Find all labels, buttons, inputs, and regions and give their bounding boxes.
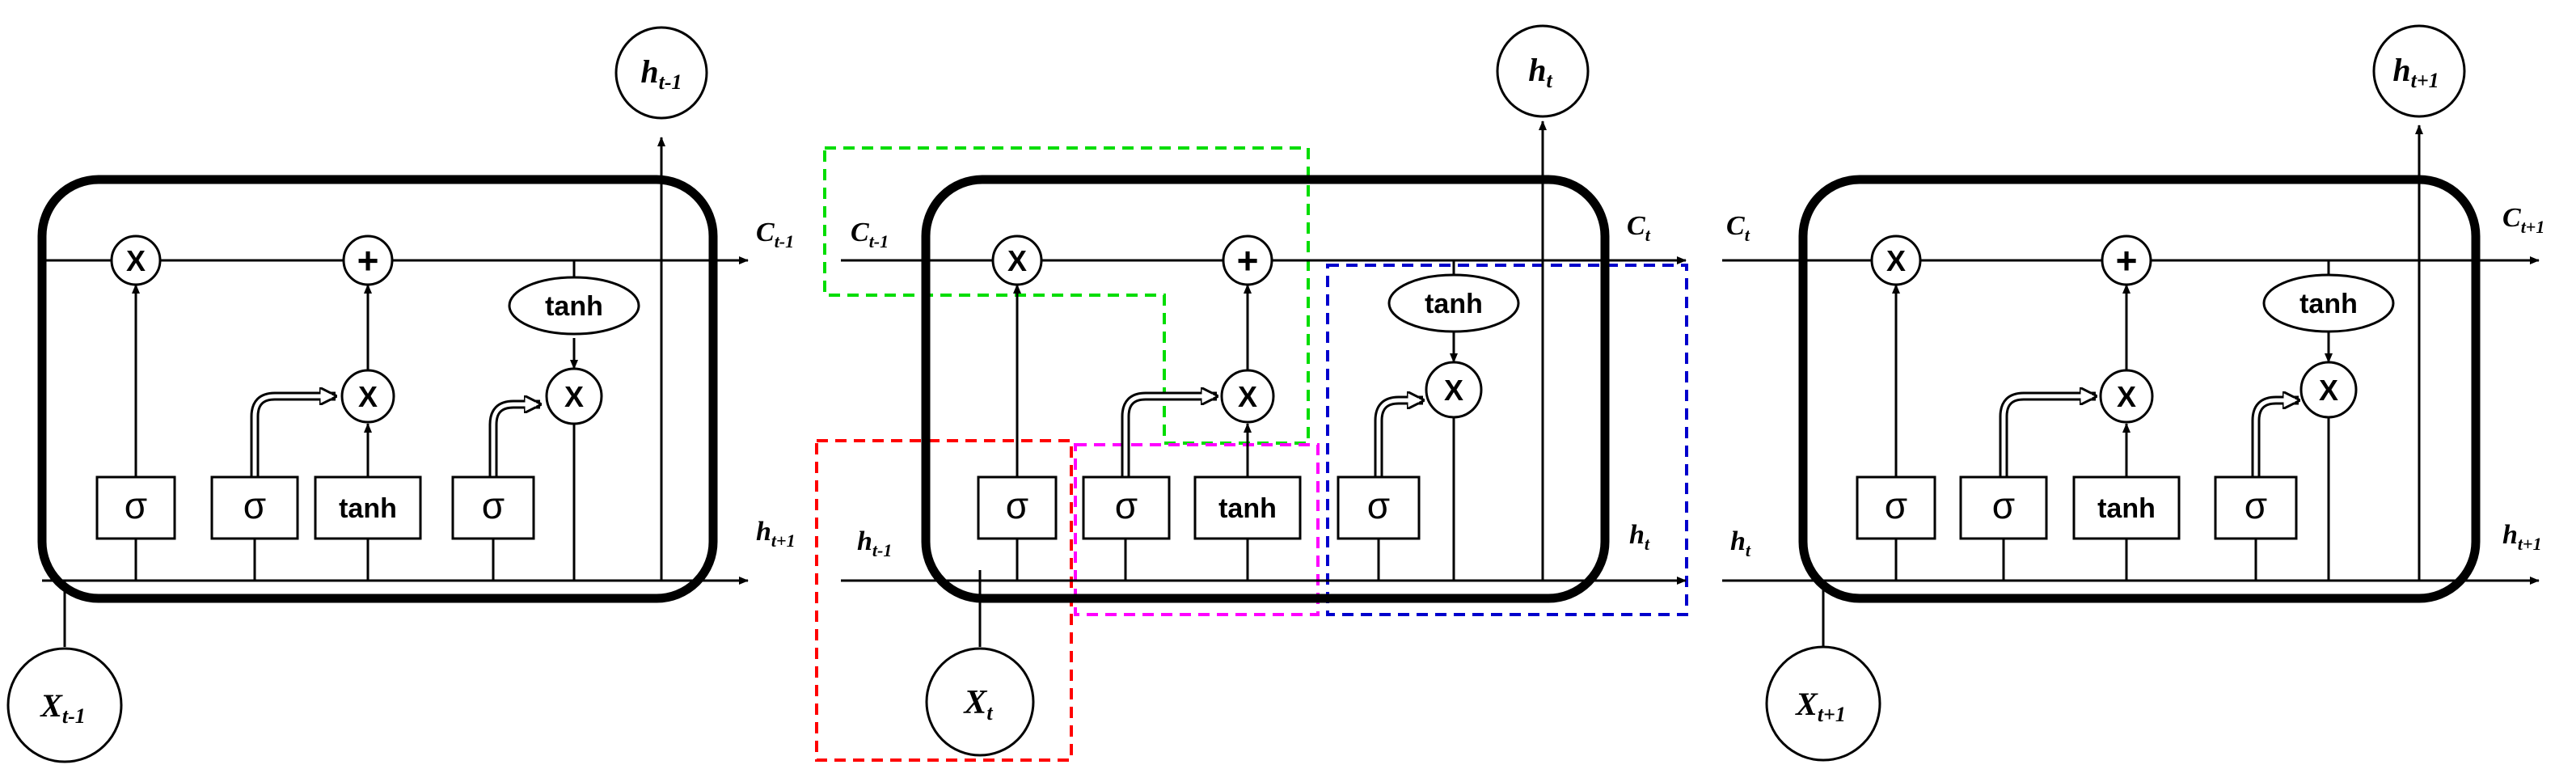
cell-2-tanh-box (1193, 475, 1302, 540)
cell-2-output-multiply-label: X (1444, 374, 1463, 407)
cell-1-c-out-label: Ct-1 (756, 218, 794, 251)
cell-3-forget-multiply-label: X (1886, 244, 1906, 277)
cell-1-body (37, 175, 718, 603)
cell-2-c-out-label: Ct (1627, 211, 1651, 245)
cell-2-output-multiply-node (1425, 361, 1483, 419)
cell-3-input-sigma-box (1959, 475, 2048, 540)
cell-3-input-label: Xt+1 (1794, 686, 1846, 726)
cell-3-tanh-oval (2262, 273, 2395, 333)
cell-3-h-out-label: ht+1 (2502, 520, 2542, 554)
cell-3-h-in-label: ht (1730, 526, 1751, 560)
forget-gate-highlight (823, 146, 1310, 445)
cell-3-labels: Ct ht X + X X tanh σ σ tanh σ ht+1 Ct+1 … (1726, 52, 2544, 726)
cell-1-output-multiply-label: X (564, 380, 584, 413)
cell-1-forget-multiply-label: X (126, 244, 146, 277)
cell-3-forget-multiply-node (1870, 235, 1922, 286)
cell-3-tanh-box-label: tanh (2097, 493, 2156, 524)
cell-3-input-multiply-label: X (2117, 380, 2136, 413)
cell-2-forget-multiply-label: X (1007, 244, 1027, 277)
candidate-highlight (1074, 443, 1320, 616)
cell-1-input-node (6, 647, 123, 763)
cell-2-forget-sigma-box (977, 475, 1058, 540)
cell-1-add-node (342, 235, 394, 286)
cell-1-tanh-oval (508, 276, 640, 336)
cell-1-output-multiply-node (545, 367, 603, 425)
cell-1-forget-multiply-node (110, 235, 162, 286)
cell-1-tanh-oval-label: tanh (545, 291, 603, 322)
cell-3-input-sigma-label: σ (1992, 484, 2015, 526)
cell-2-output-sigma-label: σ (1367, 484, 1390, 526)
cell-2-tanh-oval-label: tanh (1425, 289, 1483, 319)
cell-2-h-out-label: ht (1629, 520, 1650, 554)
cell-3-tanh-oval-label: tanh (2299, 289, 2358, 319)
cell-2-input-multiply-node (1220, 369, 1275, 424)
cell-3-add-label: + (2116, 239, 2138, 281)
cell-1-forget-sigma-box (95, 475, 176, 540)
cell-2-forget-sigma-label: σ (1006, 484, 1028, 526)
cell-2-h-in-label: ht-1 (857, 526, 892, 560)
cell-3-output-multiply-label: X (2319, 374, 2338, 407)
cell-3-input-multiply-node (2099, 369, 2154, 424)
cell-2-input-node (925, 647, 1035, 757)
cell-1-input-sigma-label: σ (243, 484, 266, 526)
cell-2-add-node (1222, 235, 1273, 286)
cell-1-tanh-box (314, 475, 422, 540)
cell-3-c-out-label: Ct+1 (2502, 203, 2544, 237)
cell-3-c-in-label: Ct (1726, 211, 1750, 245)
cell-3-input-node (1765, 645, 1881, 762)
cell-1-output-top-node (614, 26, 708, 120)
cell-2-tanh-box-label: tanh (1218, 493, 1277, 524)
cell-1-input-multiply-node (340, 369, 395, 424)
cell-2-input-sigma-box (1082, 475, 1171, 540)
cell-2-labels: Ct-1 ht-1 X + X X tanh σ σ tanh σ ht Ct … (851, 52, 1651, 725)
cell-3-output-multiply-node (2299, 361, 2358, 419)
cell-2-output-top-node (1496, 24, 1590, 118)
cell-3-body (1798, 175, 2481, 603)
cell-2-forget-multiply-node (991, 235, 1043, 286)
cell-3-output-sigma-box (2214, 475, 2298, 540)
cell-1-labels: X + X X tanh σ σ tanh σ ht-1 Ct-1 ht+1 X… (39, 53, 795, 728)
lstm-cell-3 (1722, 24, 2540, 762)
cell-3-add-node (2101, 235, 2152, 286)
cell-2-c-in-label: Ct-1 (851, 218, 889, 251)
cell-1-input-sigma-box (210, 475, 299, 540)
cell-1-tanh-box-label: tanh (339, 493, 397, 524)
cell-1-forget-sigma-label: σ (125, 484, 147, 526)
cell-2-input-label: Xt (962, 684, 993, 725)
cell-1-output-sigma-label: σ (482, 484, 505, 526)
cell-1-h-out-label: ht+1 (756, 517, 796, 551)
cell-3-forget-sigma-box (1856, 475, 1936, 540)
cell-2-body (921, 175, 1610, 603)
cell-1-output-sigma-box (451, 475, 535, 540)
cell-2-output-sigma-box (1337, 475, 1421, 540)
cell-1-input-multiply-label: X (358, 380, 378, 413)
cell-1-output-top-label: ht-1 (640, 53, 682, 94)
cell-2-output-top-label: ht (1528, 52, 1552, 92)
cell-2-tanh-oval (1387, 273, 1520, 333)
cell-2-input-multiply-label: X (1238, 380, 1257, 413)
cell-1-add-label: + (357, 239, 379, 281)
cell-3-forget-sigma-label: σ (1885, 484, 1907, 526)
lstm-cell-1 (6, 26, 749, 763)
cell-2-add-label: + (1237, 239, 1259, 281)
cell-3-tanh-box (2072, 475, 2181, 540)
cell-2-input-sigma-label: σ (1115, 484, 1138, 526)
cell-1-input-label: Xt-1 (39, 687, 86, 728)
cell-3-output-top-node (2372, 24, 2466, 118)
lstm-cell-2 (841, 24, 1687, 757)
cell-3-output-top-label: ht+1 (2392, 52, 2439, 92)
cell-3-output-sigma-label: σ (2244, 484, 2267, 526)
